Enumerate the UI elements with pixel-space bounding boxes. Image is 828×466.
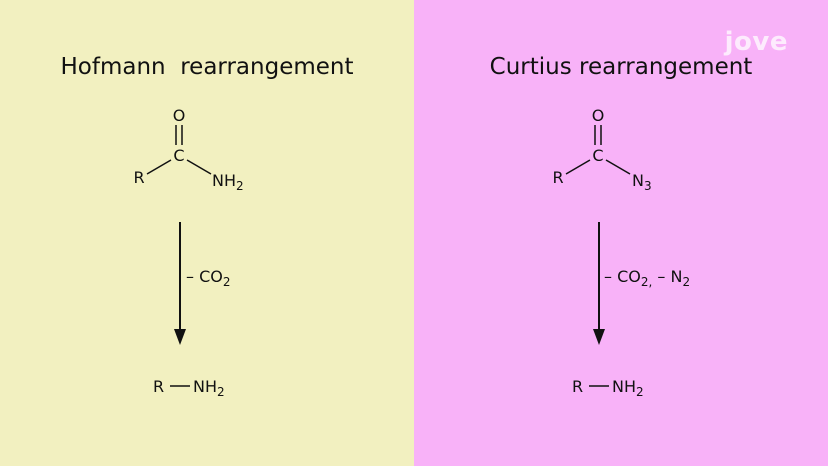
hofmann-arrow-label: – CO2: [186, 267, 231, 289]
hofmann-product-amine: NH2: [193, 377, 225, 399]
jove-logo: jove: [724, 27, 788, 57]
hofmann-r-group: R: [133, 168, 144, 187]
hofmann-reaction-arrowhead: [174, 329, 186, 345]
curtius-title: Curtius rearrangement: [489, 54, 753, 80]
curtius-c-r-bond: [565, 159, 591, 175]
curtius-scheme: O C R N3 – CO2, – N2 R NH2: [552, 106, 690, 399]
curtius-product-r-group: R: [572, 377, 583, 396]
hofmann-c-n-bond: [186, 159, 212, 175]
curtius-oxygen-atom: O: [592, 106, 605, 125]
curtius-carbon-atom: C: [592, 146, 603, 165]
hofmann-product-r-group: R: [153, 377, 164, 396]
curtius-r-group: R: [552, 168, 563, 187]
hofmann-carbon-atom: C: [173, 146, 184, 165]
curtius-c-n-bond: [605, 159, 631, 175]
curtius-azide-group: N3: [632, 171, 652, 193]
hofmann-scheme: O C R NH2 – CO2 R NH2: [133, 106, 244, 399]
curtius-product-amine: NH2: [612, 377, 644, 399]
curtius-panel: Curtius rearrangement O C R N3 – CO2, – …: [414, 0, 828, 466]
hofmann-amide-group: NH2: [212, 171, 244, 193]
hofmann-oxygen-atom: O: [173, 106, 186, 125]
hofmann-c-r-bond: [146, 159, 172, 175]
curtius-arrow-label: – CO2, – N2: [604, 267, 690, 289]
hofmann-title: Hofmann rearrangement: [60, 54, 354, 80]
curtius-reaction-arrowhead: [593, 329, 605, 345]
hofmann-panel: Hofmann rearrangement O C R NH2 – CO2 R …: [0, 0, 414, 466]
